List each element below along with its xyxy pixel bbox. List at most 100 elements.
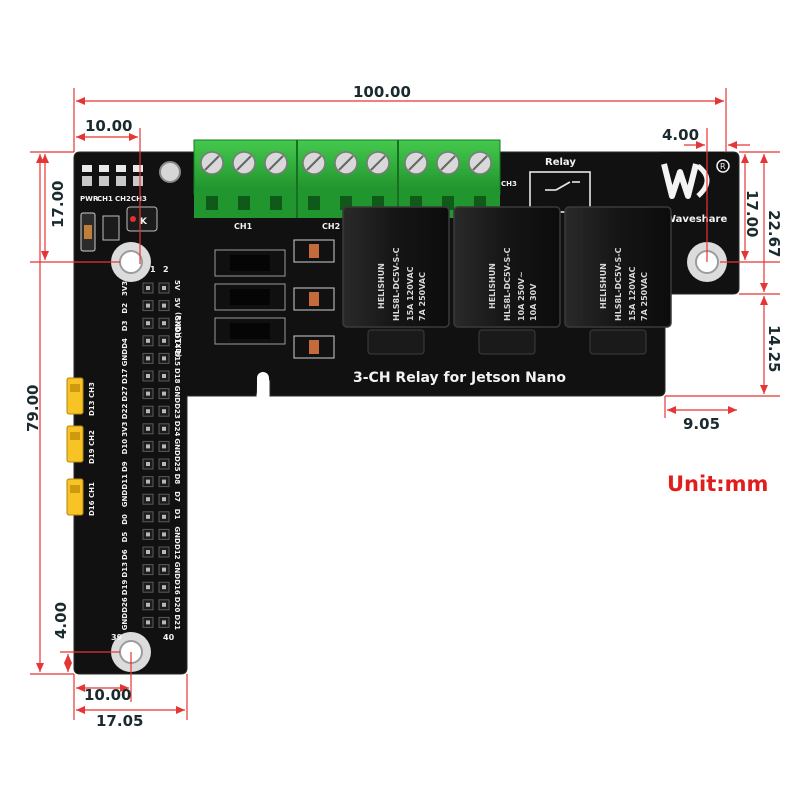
relay-1-model: HLS8L-DC5V-S-C [392,247,401,321]
header-pin-label-left: D6 [121,549,129,560]
svg-text:R: R [720,162,726,171]
header-pin-label-right: D18 [173,368,181,384]
header-pin-tip [162,391,166,396]
relay-2-rating-b: 10A 30V [529,283,538,321]
header-pin-label-right: GND [173,386,181,404]
header-pin-tip [146,550,150,554]
dim-right-step-width: 9.05 [683,415,720,433]
board-title: 3-CH Relay for Jetson Nano [353,370,566,386]
header-pin-label-left: D27 [121,386,129,402]
relay-1-rating-b: 7A 250VAC [418,272,427,321]
header-pin-label-left: D3 [121,320,129,331]
diode-mark-icon [130,216,136,222]
transistor-component [102,215,120,241]
relay-2-rating-a: 10A 250V~ [517,271,526,321]
header-pin-label-left: D2 [121,303,129,314]
pcb-board: PWR CH1 CH2 CH3 K [66,139,740,675]
optocouplers [214,249,286,345]
terminal-label-ch3: CH3 [501,180,517,188]
header-pin-tip [146,620,150,625]
header-pin-tip [146,497,150,502]
header-pin-label-right: D25 [173,456,181,472]
header-pin-label-left: GND [121,490,129,508]
header-pin-tip [162,338,166,343]
header-pin-label-left: 3V3 [121,422,129,437]
screw-hole-terminal [159,161,181,183]
header-pin-label-right: D24 [173,421,181,437]
uart-label: (RXD)(TXD) [174,312,182,357]
header-pin-label-left: D0 [121,514,129,525]
led-label-ch3: CH3 [131,195,147,203]
relay-3-brand: HELISHUN [599,263,608,309]
header-pin-tip [162,444,166,449]
header-pin-label-right: GND [173,438,181,456]
header-pin-label-left: GND [121,349,129,367]
dimension-lines [30,88,780,720]
header-pin-label-right: GND [173,526,181,544]
header-pin-label-right: D7 [173,491,181,502]
led-label-pwr: PWR [80,195,99,203]
header-pin-label-left: D17 [121,368,129,384]
header-pin-label-left: 3V3 [121,281,129,296]
jumpers [66,377,84,516]
header-pin-tip [162,286,166,290]
jumper-label-1: D13 CH3 [88,382,96,416]
header-pin-tip [162,567,166,572]
dim-right-total-height: 22.67 [765,210,783,257]
header-pin-tip [162,497,166,502]
header-pin-label-right: D12 [173,544,181,560]
led-label-ch2: CH2 [115,195,131,203]
header-pin-label-left: D10 [121,439,129,455]
header-pin-tip [162,620,166,625]
header-pin-tip [146,426,150,431]
header-pin-tip [162,303,166,308]
header-pin-tip [146,444,150,449]
header-pin-label-right: D23 [173,403,181,419]
header-pin-label-right: D21 [173,614,181,630]
header-pin-tip [146,391,150,396]
header-pin-tip [146,356,150,361]
dim-left-hole-offset: 10.00 [85,117,132,135]
header-pin-tip [146,409,150,414]
header-pin-tip [146,462,150,466]
header-pin-label-right: 5V [173,298,181,309]
header-pin-label-left: D26 [121,597,129,613]
diode-component [126,206,158,232]
header-pin-tip [146,567,150,572]
fuse-core [84,225,92,239]
header-pin-label-right: D1 [173,509,181,520]
header-pin-tip [146,286,150,290]
header-pin-label-left: D22 [121,404,129,420]
header-pin-tip [146,602,150,607]
relay-2-model: HLS8L-DC5V-S-C [503,247,512,321]
channel-label-ch2: CH2 [322,222,340,231]
header-pin-number-2: 2 [163,265,169,274]
dim-bottom-hole-height: 4.00 [52,602,70,639]
header-pin-number-39: 39 [111,633,123,642]
relay-label: Relay [545,157,576,168]
dim-width-total: 100.00 [353,83,411,101]
header-pin-label-left: D4 [121,338,129,349]
header-pin-tip [162,514,166,519]
relay-1 [342,206,450,355]
header-pin-number-40: 40 [163,633,175,642]
header-pin-tip [146,338,150,343]
header-pin-tip [146,303,150,308]
gpio-header [142,282,170,628]
header-pin-label-left: D5 [121,532,129,543]
diode-label: K [140,217,148,227]
board-slot [257,372,269,396]
header-pin-tip [162,462,166,466]
dim-right-lower-height: 14.25 [765,325,783,372]
header-pin-label-left: D13 [121,562,129,578]
header-pin-label-right: D16 [173,579,181,595]
relay-1-rating-a: 15A 120VAC [406,266,415,321]
header-pin-tip [162,602,166,607]
relay-1-brand: HELISHUN [377,263,386,309]
relay-2-brand: HELISHUN [488,263,497,309]
led-label-ch1: CH1 [97,195,113,203]
header-pin-tip [162,409,166,414]
relay-3-rating-b: 7A 250VAC [640,272,649,321]
dimension-arrows [36,97,768,714]
